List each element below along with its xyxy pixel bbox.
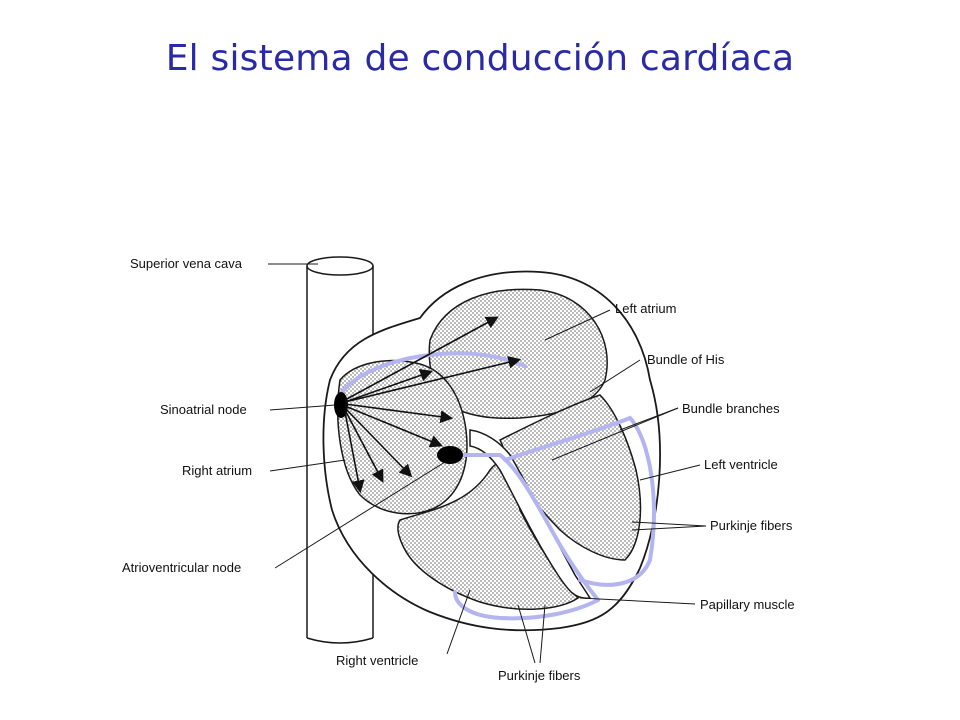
- atrioventricular-node-shape: [437, 446, 463, 464]
- leader-lines: [268, 263, 707, 664]
- label-bundle-branches: Bundle branches: [682, 401, 780, 416]
- sinoatrial-node-shape: [334, 392, 348, 418]
- interventricular-septum: [469, 429, 592, 599]
- label-papillary-muscle: Papillary muscle: [700, 597, 795, 612]
- slide-title: El sistema de conducción cardíaca: [165, 38, 795, 79]
- label-purkinje-fibers-right: Purkinje fibers: [710, 518, 793, 533]
- label-sinoatrial-node: Sinoatrial node: [160, 402, 247, 417]
- label-left-atrium: Left atrium: [615, 301, 676, 316]
- label-right-atrium: Right atrium: [182, 463, 252, 478]
- label-atrioventricular-node: Atrioventricular node: [122, 560, 241, 575]
- superior-vena-cava-vessel: [306, 256, 374, 644]
- label-superior-vena-cava: Superior vena cava: [130, 256, 243, 271]
- label-purkinje-fibers-bottom: Purkinje fibers: [498, 668, 581, 683]
- label-right-ventricle: Right ventricle: [336, 653, 418, 668]
- conduction-pathway: [340, 351, 656, 621]
- left-ventricle-chamber: [499, 394, 642, 561]
- right-atrium-chamber: [337, 359, 468, 515]
- label-bundle-of-his: Bundle of His: [647, 352, 725, 367]
- impulse-arrows: [344, 316, 522, 494]
- label-left-ventricle: Left ventricle: [704, 457, 778, 472]
